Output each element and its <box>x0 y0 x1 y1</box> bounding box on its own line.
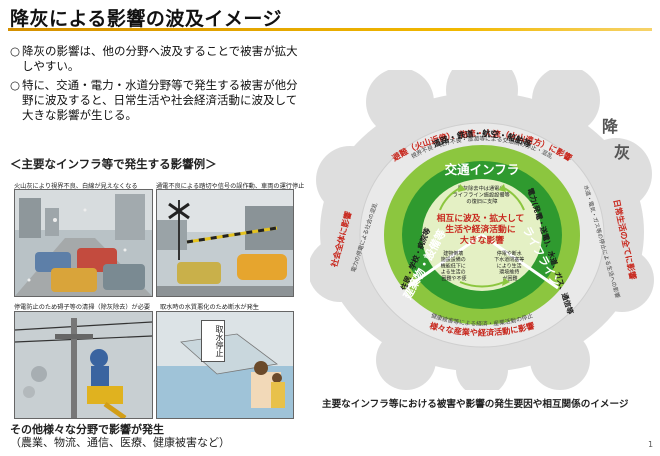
center-left-note-2: 施設設備の <box>441 256 466 263</box>
center-main-3: 大きな影響 <box>460 234 504 246</box>
cloud-label-first: 降 <box>602 117 619 136</box>
bullet-1: ○降灰の影響は、他の分野へ波及することで被害が拡大 しやすい。 <box>10 44 298 74</box>
other-effects-note: その他様々な分野で影響が発生 （農業、物流、通信、医療、健康被害など） <box>10 423 230 449</box>
caption-insulator: 停電防止のため碍子等の清掃（除灰除去）が必要 <box>14 304 151 311</box>
center-right-note-4: 環境維持 <box>499 269 519 276</box>
center-label-transport: 交通インフラ <box>445 162 520 177</box>
impact-diagram-svg: 避難（火山近傍）、物流・人流（火山遠方）に影響 視界不良・視界不良・湿潤等による… <box>308 54 654 396</box>
page-title: 降灰による影響の波及イメージ <box>10 8 283 30</box>
center-top-note: 降灰除去中は通電や ライフライン施設設備等 の復旧に支障 <box>453 184 512 205</box>
intake-stop-sign-text: 取水停止 <box>215 325 224 357</box>
illustration-traffic <box>14 189 153 297</box>
center-main-message: 相互に波及・拡大して 生活や経済活動に 大きな影響 <box>437 212 528 246</box>
center-left-note: 建物倒壊 施設設備の 機能低下に よる生活の 困難や不便 <box>441 250 468 282</box>
caption-water: 取水時の水質悪化のため断水が発生 <box>160 304 259 311</box>
bullet-mark: ○ <box>10 78 21 92</box>
bullet-1-line-2: しやすい。 <box>22 59 80 73</box>
water-scene-image <box>157 312 293 418</box>
illustration-railway <box>156 189 294 297</box>
center-left-note-1: 建物倒壊 <box>443 250 463 257</box>
illustration-insulator <box>14 311 153 419</box>
center-right-note: 停電や断水 下水道閉塞等 により生活 環境維持 が困難 <box>494 250 526 282</box>
other-effects-line-1: その他様々な分野で影響が発生 <box>10 423 164 436</box>
center-left-note-5: 困難や不便 <box>441 275 466 282</box>
bullet-2-line-1: 特に、交通・電力・水道分野等で発生する被害が他分 <box>22 78 298 92</box>
center-top-note-2: ライフライン施設設備等 <box>453 191 510 199</box>
intake-stop-sign: 取水停止 <box>201 320 225 362</box>
caption-railway: 通電不良による踏切や信号の誤作動、車両の運行停止 <box>156 183 305 190</box>
bullet-mark: ○ <box>10 44 21 58</box>
center-right-note-5: が困難 <box>502 275 517 282</box>
diagram-caption: 主要なインフラ等における被害や影響の発生要因や相互関係のイメージ <box>322 399 629 410</box>
other-effects-line-2: （農業、物流、通信、医療、健康被害など） <box>10 436 230 449</box>
examples-heading: ＜主要なインフラ等で発生する影響例＞ <box>10 157 217 171</box>
cloud-label-second: 灰 <box>614 143 630 162</box>
illustration-water: 取水停止 <box>156 311 294 419</box>
center-right-note-1: 停電や断水 <box>497 250 522 257</box>
center-left-note-4: よる生活の <box>441 269 466 276</box>
center-right-note-3: により生活 <box>497 262 522 269</box>
center-main-1: 相互に波及・拡大して <box>437 212 525 224</box>
traffic-scene-image <box>15 190 152 296</box>
bullet-2-line-2: 野に波及すると、日常生活や社会経済活動に波及して <box>22 93 298 107</box>
center-top-note-1: 降灰除去中は通電や <box>458 184 505 192</box>
insulator-scene-image <box>15 312 152 418</box>
center-main-2: 生活や経済活動に <box>445 223 516 235</box>
title-underline <box>8 28 652 31</box>
center-right-note-2: 下水道閉塞等 <box>494 256 524 263</box>
page-number: 1 <box>648 440 654 449</box>
bullet-1-line-1: 降灰の影響は、他の分野へ波及することで被害が拡大 <box>22 44 298 58</box>
center-left-note-3: 機能低下に <box>441 262 466 269</box>
bullet-2-line-3: 大きな影響が生じる。 <box>22 108 137 122</box>
center-top-note-3: の復旧に支障 <box>466 197 497 205</box>
bullet-2: ○特に、交通・電力・水道分野等で発生する被害が他分 野に波及すると、日常生活や社… <box>10 78 298 123</box>
railway-scene-image <box>157 190 293 296</box>
impact-diagram: 避難（火山近傍）、物流・人流（火山遠方）に影響 視界不良・視界不良・湿潤等による… <box>308 54 655 396</box>
caption-visibility: 火山灰により視界不良、白線が見えなくなる <box>14 183 138 190</box>
